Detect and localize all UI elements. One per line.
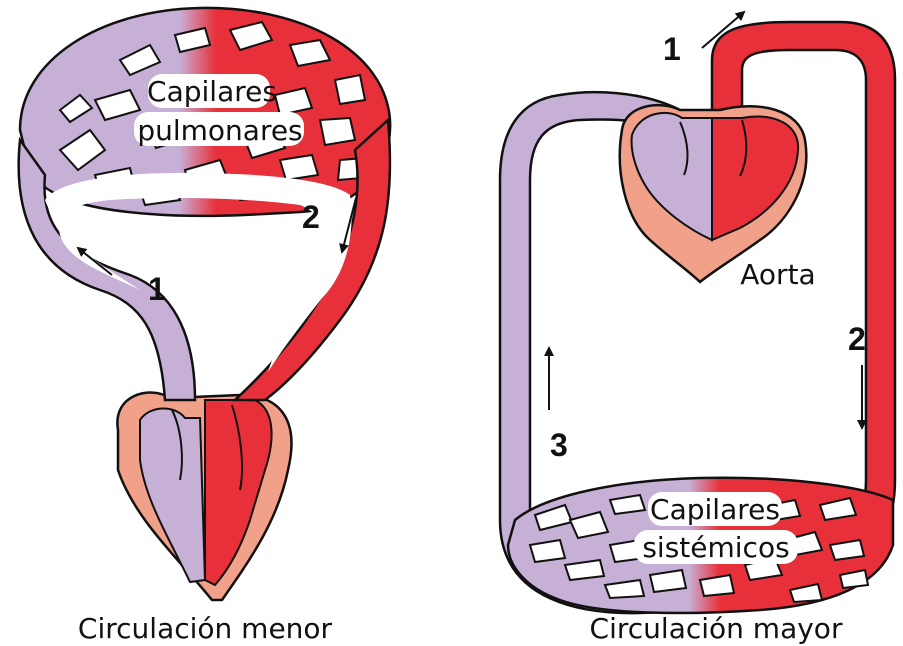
left-arrow-1-label: 1 <box>148 271 166 307</box>
right-arrow-1-label: 1 <box>663 31 681 67</box>
right-arrow-3-label: 3 <box>550 427 568 463</box>
systemic-capillary-label-line1: Capilares <box>650 493 780 526</box>
pulmonary-caption: Circulación menor <box>78 612 333 645</box>
aorta-label: Aorta <box>740 258 815 291</box>
pulmonary-capillary-label-line2: pulmonares <box>137 114 302 147</box>
right-arrow-2-label: 2 <box>848 321 866 357</box>
left-arrow-2-label: 2 <box>302 199 320 235</box>
pulmonary-capillary-label-line1: Capilares <box>147 75 277 108</box>
systemic-capillary-label-line2: sistémicos <box>642 531 789 564</box>
systemic-caption: Circulación mayor <box>590 612 843 645</box>
